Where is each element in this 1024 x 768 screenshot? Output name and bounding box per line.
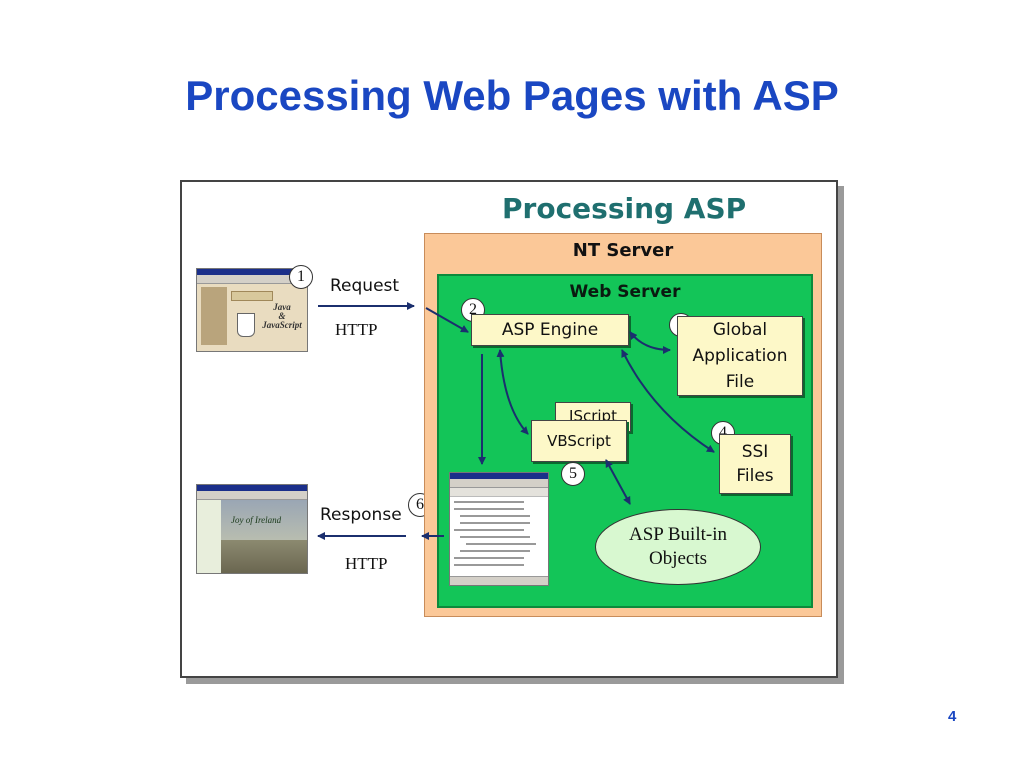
web-server-panel: Web Server 2 ASP Engine 3 Global Applica… bbox=[437, 274, 813, 608]
response-protocol-label: HTTP bbox=[345, 554, 388, 573]
ampersand-text: & bbox=[278, 311, 286, 321]
response-label: Response bbox=[320, 505, 402, 525]
global-line: Global bbox=[712, 320, 768, 340]
asp-processing-figure: Processing ASP Java & JavaScript Joy of … bbox=[180, 180, 838, 678]
asp-builtin-objects-ellipse: ASP Built-in Objects bbox=[595, 509, 761, 585]
nt-server-panel: NT Server Web Server 2 ASP Engine 3 Glob… bbox=[424, 233, 822, 617]
builtin-line: ASP Built-in bbox=[628, 524, 727, 545]
step-1-badge: 1 bbox=[289, 265, 313, 289]
request-label: Request bbox=[330, 276, 400, 296]
step-5-badge: 5 bbox=[561, 462, 585, 486]
step-2-badge: 2 bbox=[461, 298, 485, 322]
ssi-files-box: SSI Files bbox=[719, 434, 791, 494]
vbscript-box: VBScript bbox=[531, 420, 627, 462]
engine-ssi-arrow bbox=[621, 349, 715, 453]
html-source-window bbox=[449, 472, 549, 586]
java-cup-icon bbox=[237, 313, 255, 337]
engine-global-arrow bbox=[629, 331, 671, 354]
nt-server-label: NT Server bbox=[572, 240, 674, 261]
javascript-text: JavaScript bbox=[262, 320, 302, 330]
flow-arrows bbox=[317, 302, 715, 540]
objects-line: Objects bbox=[648, 548, 708, 569]
http-to-engine-arrow bbox=[425, 307, 469, 333]
global-application-file-box: Global Application File bbox=[677, 316, 803, 396]
ssi-line: SSI bbox=[741, 442, 769, 462]
request-protocol-label: HTTP bbox=[335, 320, 378, 339]
java-text: Java bbox=[273, 302, 291, 312]
browser-response-screenshot: Joy of Ireland bbox=[196, 484, 308, 574]
slide-number: 4 bbox=[948, 708, 957, 725]
files-line: Files bbox=[736, 466, 774, 486]
application-line: Application bbox=[692, 346, 788, 366]
figure-title: Processing ASP bbox=[502, 192, 747, 225]
engine-vbscript-arrow bbox=[496, 349, 529, 435]
ireland-text: Joy of Ireland bbox=[231, 515, 282, 525]
vbscript-builtin-arrow bbox=[605, 459, 631, 505]
slide-title: Processing Web Pages with ASP bbox=[185, 72, 839, 119]
file-line: File bbox=[725, 372, 755, 392]
web-server-label: Web Server bbox=[569, 282, 681, 302]
asp-engine-box: ASP Engine bbox=[471, 314, 629, 346]
